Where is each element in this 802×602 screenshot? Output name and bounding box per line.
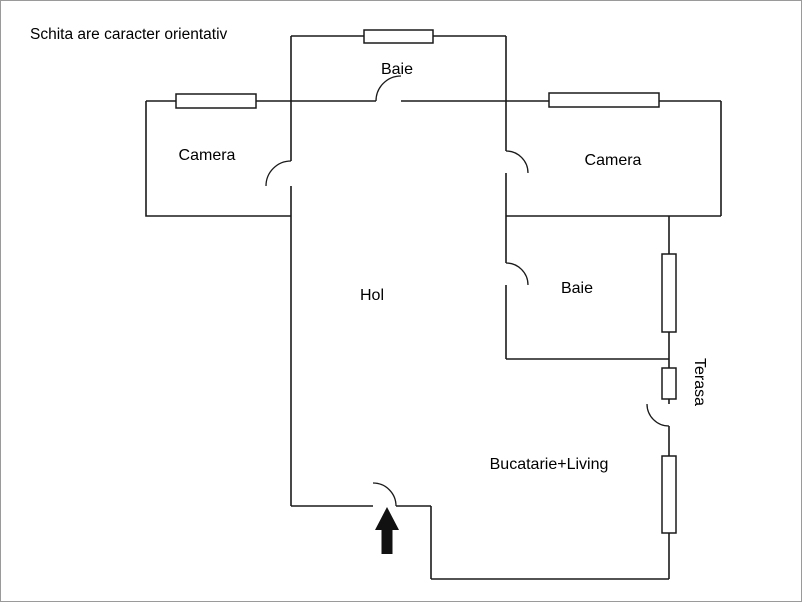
label-baie-right: Baie [561, 280, 593, 297]
door-camera-left-icon [265, 160, 292, 187]
window-baie-top-icon [363, 29, 434, 44]
window-camera-right-icon [548, 92, 660, 108]
window-terasa-upper-icon [661, 253, 677, 333]
door-entrance-icon [372, 482, 397, 507]
window-terasa-lower-icon [661, 455, 677, 534]
label-baie-top: Baie [381, 61, 413, 78]
disclaimer-text: Schita are caracter orientativ [30, 26, 228, 43]
wall-camera-left [145, 101, 291, 217]
window-terasa-small-icon [661, 367, 677, 400]
wall-bottom [291, 505, 669, 580]
label-camera-left: Camera [179, 147, 236, 164]
entrance-arrow-icon [375, 507, 399, 554]
label-hol: Hol [360, 287, 384, 304]
label-camera-right: Camera [585, 152, 642, 169]
wall-camera-right [506, 101, 722, 217]
door-camera-right-icon [505, 150, 529, 174]
walls [145, 35, 722, 580]
doors [265, 75, 670, 507]
room-labels: Baie Camera Camera Hol Baie Bucatarie+Li… [179, 61, 708, 473]
door-terasa-icon [646, 403, 670, 427]
label-terasa: Terasa [691, 358, 708, 406]
door-baie-right-icon [505, 262, 529, 286]
label-bucatarie-living: Bucatarie+Living [490, 456, 609, 473]
door-baie-top-icon [375, 75, 402, 102]
windows [175, 29, 677, 534]
window-camera-left-icon [175, 93, 257, 109]
